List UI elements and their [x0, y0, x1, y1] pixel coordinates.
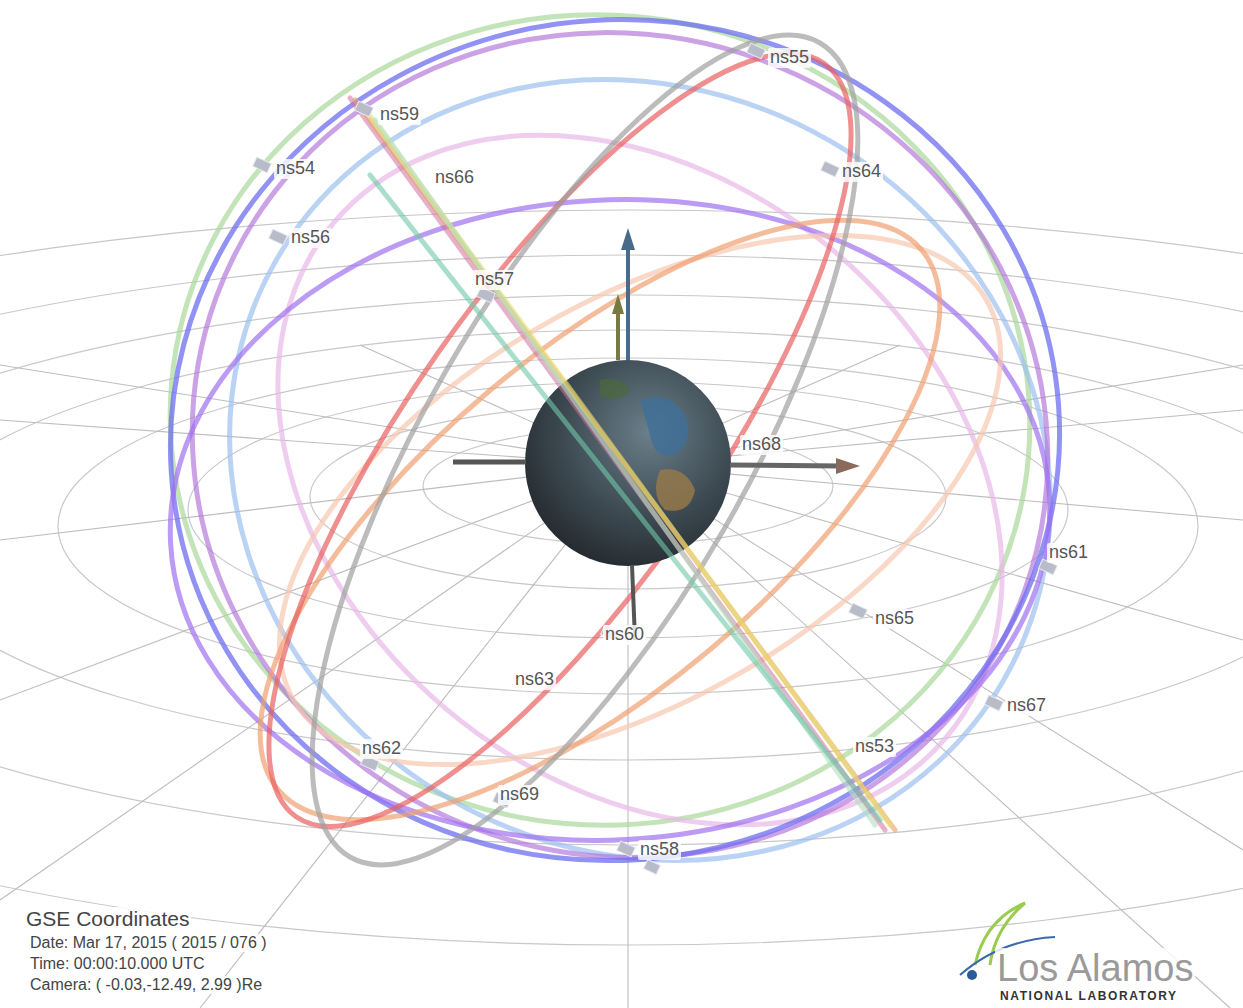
satellite-label: ns69	[498, 785, 541, 805]
logo-name: Los Alamos	[995, 948, 1195, 990]
edge-on-orbits	[350, 98, 895, 830]
satellite-label: ns58	[638, 840, 681, 860]
satellite-label: ns67	[1005, 696, 1048, 716]
satellite-label: ns60	[603, 625, 646, 645]
logo-subtitle: NATIONAL LABORATORY	[998, 990, 1180, 1003]
earth	[525, 360, 731, 566]
satellite-icons	[253, 43, 1058, 874]
satellite-label: ns62	[360, 739, 403, 759]
orbit-tracks	[76, 0, 1194, 1008]
satellite-label: ns66	[433, 168, 476, 188]
satellite-label: ns53	[853, 737, 896, 757]
satellite-label: ns59	[378, 105, 421, 125]
satellite-label: ns63	[513, 670, 556, 690]
satellite-label: ns64	[840, 162, 883, 182]
satellite-label: ns55	[768, 48, 811, 68]
time-line: Time: 00:00:10.000 UTC	[28, 955, 207, 973]
satellite-label: ns68	[740, 435, 783, 455]
satellite-label: ns54	[274, 159, 317, 179]
satellite-label: ns61	[1047, 543, 1090, 563]
satellite-label: ns57	[473, 270, 516, 290]
satellite-label: ns56	[289, 228, 332, 248]
camera-line: Camera: ( -0.03,-12.49, 2.99 )Re	[28, 976, 264, 994]
date-line: Date: Mar 17, 2015 ( 2015 / 076 )	[28, 934, 269, 952]
satellite-label: ns65	[873, 609, 916, 629]
axes	[453, 228, 860, 640]
coordinate-title: GSE Coordinates	[24, 907, 191, 930]
